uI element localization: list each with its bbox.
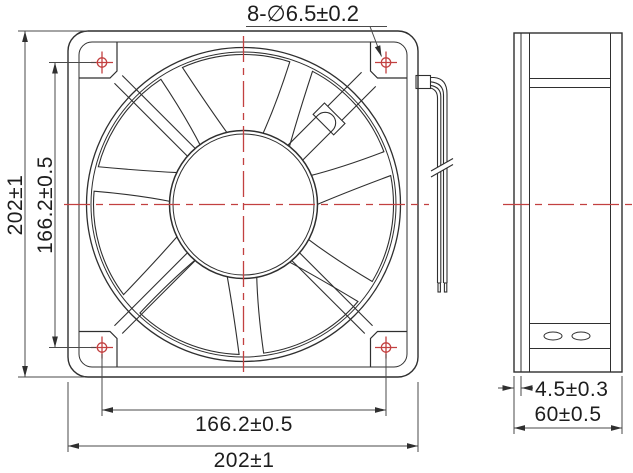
centerlines — [64, 36, 632, 372]
label-holes-spec: 8-∅6.5±0.2 — [247, 1, 359, 26]
corner-pad-top-right — [369, 42, 407, 79]
side-vent-slot — [543, 331, 563, 341]
lead-wires — [415, 74, 454, 293]
corner-pad-bottom-left — [79, 330, 118, 367]
support-struts — [114, 75, 373, 334]
side-vent-slot — [571, 331, 591, 341]
corner-pad-top-left — [79, 42, 118, 79]
label-width-holes: 166.2±0.5 — [195, 413, 293, 436]
wire-break-mark — [430, 158, 454, 172]
impeller — [92, 53, 395, 356]
wire-tip-right — [443, 282, 448, 293]
label-flange-thickness: 4.5±0.3 — [535, 378, 608, 401]
side-outline — [513, 32, 623, 373]
label-width-outer: 202±1 — [214, 449, 275, 472]
mounting-hole-top-right — [375, 51, 397, 74]
dimension-labels: 8-∅6.5±0.2 202±1 166.2±0.5 166.2±0.5 202… — [4, 1, 608, 472]
wire-break-mark — [430, 164, 454, 178]
holes-spec-leader — [369, 26, 382, 57]
fan-side-view — [513, 32, 623, 373]
wire-channel-strut — [283, 71, 377, 165]
wire-tip-left — [437, 282, 441, 293]
label-height-outer: 202±1 — [4, 175, 27, 236]
label-height-holes: 166.2±0.5 — [34, 156, 57, 254]
corner-pad-bottom-right — [369, 330, 407, 367]
wire-break-gap — [431, 158, 453, 177]
dimensions — [18, 26, 623, 452]
label-depth: 60±0.5 — [534, 403, 601, 426]
